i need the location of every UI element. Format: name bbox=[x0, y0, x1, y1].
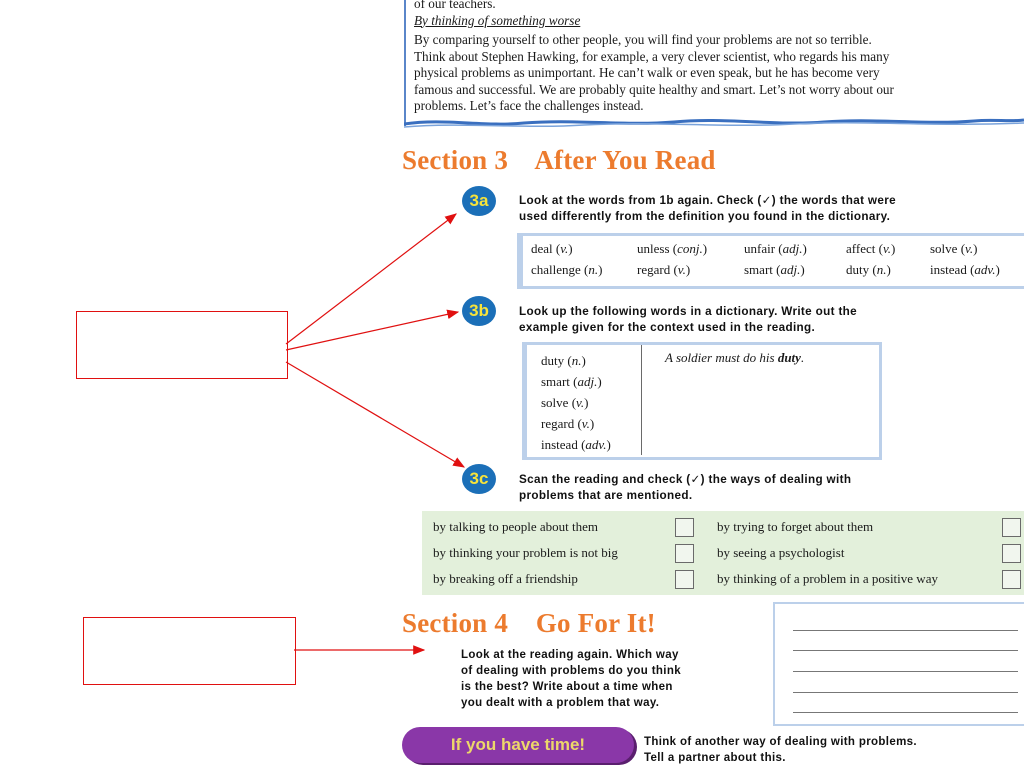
instruction-3b: Look up the following words in a diction… bbox=[519, 305, 858, 334]
annotation-box-2[interactable] bbox=[83, 617, 296, 685]
instruction-3a: Look at the words from 1b again. Check (… bbox=[519, 194, 896, 223]
dictionary-word: regard (v.) bbox=[541, 416, 595, 431]
reading-line: of our teachers. bbox=[414, 0, 496, 11]
wavy-border bbox=[404, 118, 1024, 128]
option-checkbox[interactable] bbox=[675, 570, 694, 589]
writing-line bbox=[793, 692, 1018, 693]
option-label: by talking to people about them bbox=[433, 519, 598, 534]
option-label: by thinking of a problem in a positive w… bbox=[717, 571, 938, 586]
word-item: regard (v.) bbox=[637, 262, 691, 277]
section-4-title: Section 4 Go For It! bbox=[402, 608, 656, 638]
writing-line bbox=[793, 650, 1018, 651]
option-checkbox[interactable] bbox=[1002, 544, 1021, 563]
option-checkbox[interactable] bbox=[675, 544, 694, 563]
if-you-have-time-badge: If you have time! bbox=[402, 727, 634, 763]
checklist-panel: by talking to people about them by thinki… bbox=[422, 511, 1024, 595]
word-item: affect (v.) bbox=[846, 241, 896, 256]
reading-line: problems. Let’s face the challenges inst… bbox=[414, 98, 644, 113]
reading-line: physical problems as unimportant. He can… bbox=[414, 65, 880, 80]
reading-subheading: By thinking of something worse bbox=[414, 12, 581, 28]
reading-line: Think about Stephen Hawking, for example… bbox=[414, 48, 890, 64]
writing-line bbox=[793, 712, 1018, 713]
reading-line: famous and successful. We are probably q… bbox=[414, 81, 894, 97]
dictionary-word: smart (adj.) bbox=[541, 374, 602, 389]
word-box-3a: deal (v.) unless (conj.) unfair (adj.) affe… bbox=[517, 233, 1024, 289]
writing-line bbox=[793, 671, 1018, 672]
word-item: instead (adv.) bbox=[930, 262, 1000, 277]
extra-instruction: Think of another way of dealing with pro… bbox=[644, 736, 917, 764]
word-item: duty (n.) bbox=[846, 262, 891, 277]
word-item: deal (v.) bbox=[531, 241, 573, 256]
option-checkbox[interactable] bbox=[1002, 518, 1021, 537]
word-item: unfair (adj.) bbox=[744, 241, 807, 256]
section-3-title: Section 3 After You Read bbox=[402, 145, 716, 175]
option-label: by thinking your problem is not big bbox=[433, 545, 618, 560]
reading-passage: of our teachers. By thinking of somethin… bbox=[404, 0, 1024, 126]
word-item: challenge (n.) bbox=[531, 262, 603, 277]
instruction-section-4: Look at the reading again. Which way of … bbox=[461, 649, 681, 709]
table-divider bbox=[641, 345, 642, 455]
arrow-to-3a bbox=[285, 213, 457, 345]
option-checkbox[interactable] bbox=[1002, 570, 1021, 589]
arrow-to-3b bbox=[285, 309, 460, 351]
writing-line bbox=[793, 630, 1018, 631]
arrow-to-3c bbox=[285, 361, 466, 468]
annotation-box-1[interactable] bbox=[76, 311, 288, 379]
word-item: unless (conj.) bbox=[637, 241, 708, 256]
option-label: by trying to forget about them bbox=[717, 519, 874, 534]
word-item: smart (adj.) bbox=[744, 262, 805, 277]
word-item: solve (v.) bbox=[930, 241, 978, 256]
dictionary-word: duty (n.) bbox=[541, 353, 586, 368]
dictionary-word: solve (v.) bbox=[541, 395, 589, 410]
badge-3b: 3b bbox=[462, 296, 496, 326]
instruction-3c: Scan the reading and check (✓) the ways … bbox=[519, 473, 852, 502]
badge-3a: 3a bbox=[462, 186, 496, 216]
dictionary-table-3b: duty (n.) smart (adj.) solve (v.) regard (v… bbox=[522, 342, 882, 460]
badge-3c: 3c bbox=[462, 464, 496, 494]
example-sentence: A soldier must do his duty. bbox=[665, 350, 805, 365]
option-label: by seeing a psychologist bbox=[717, 545, 845, 560]
dictionary-word: instead (adv.) bbox=[541, 437, 611, 452]
writing-area[interactable] bbox=[773, 602, 1024, 726]
option-label: by breaking off a friendship bbox=[433, 571, 578, 586]
option-checkbox[interactable] bbox=[675, 518, 694, 537]
reading-line: By comparing yourself to other people, y… bbox=[414, 32, 872, 47]
